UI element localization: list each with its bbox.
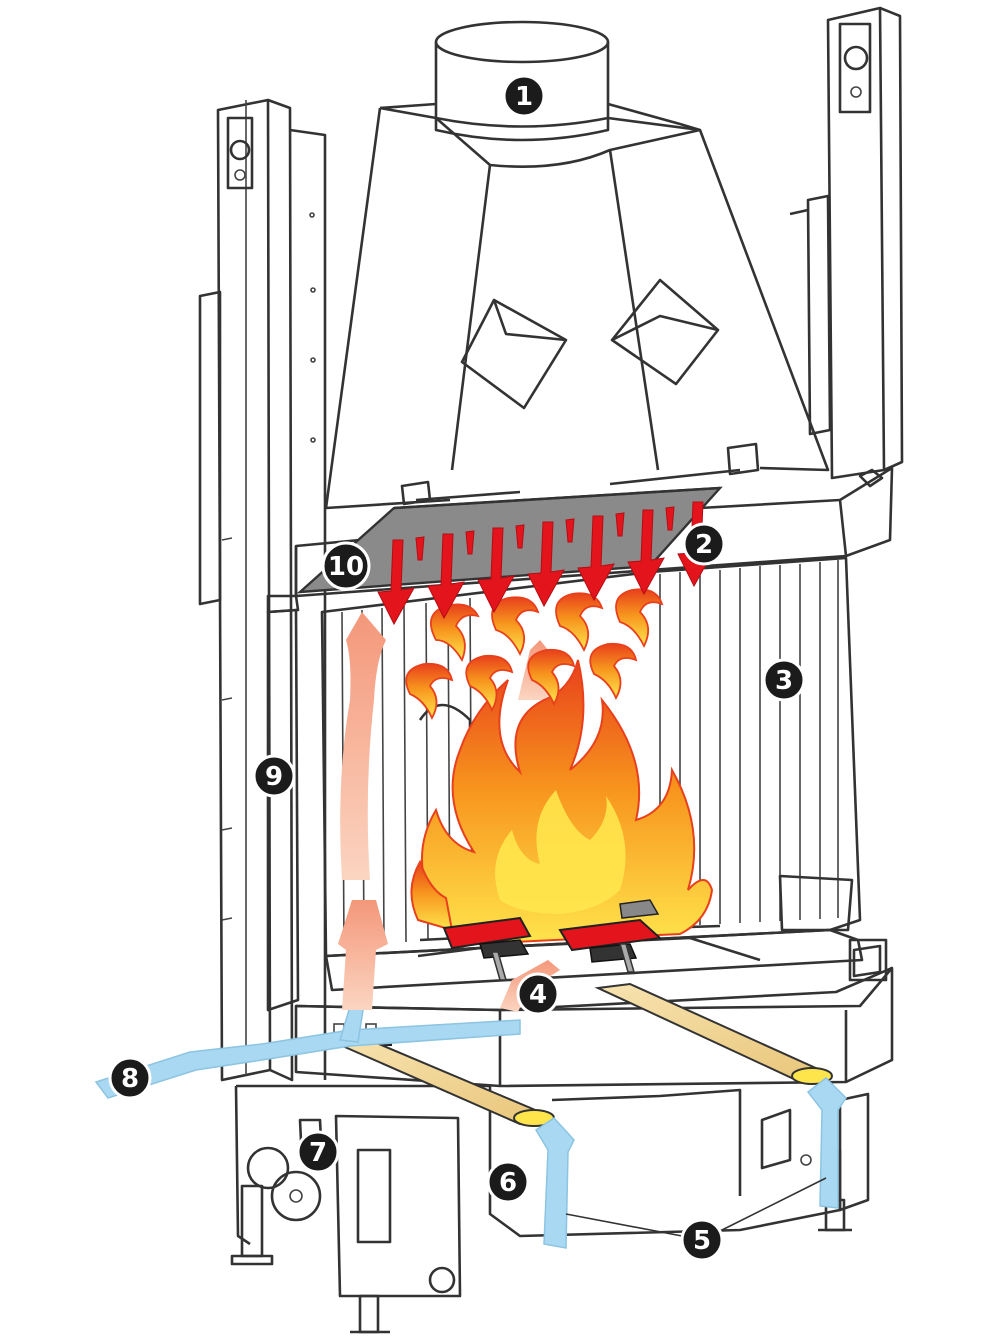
callout-number: 9 [265,762,283,792]
callout-circle [762,658,806,702]
flue-and-hood [324,20,830,510]
callout-2: 2 [682,522,726,566]
callout-circle [516,972,560,1016]
callout-6: 6 [486,1160,530,1204]
callout-9: 9 [252,754,296,798]
callout-circle [680,1218,724,1262]
callout-number: 8 [121,1064,139,1094]
callout-8: 8 [108,1056,152,1100]
base-pedestal [230,1084,870,1334]
callout-5: 5 [680,1218,724,1262]
callout-1: 1 [502,74,546,118]
left-frame-column [198,98,327,1082]
secondary-air-arrow [377,539,415,626]
callout-labels: 1 2 3 4 5 6 7 8 9 10 [108,74,827,1262]
right-frame-column [789,6,904,480]
callout-number: 7 [309,1138,327,1168]
secondary-air-arrow [665,506,675,531]
callout-number: 3 [775,666,793,696]
secondary-air-arrow [527,521,565,608]
secondary-air-arrows [377,501,715,626]
callout-number: 2 [695,530,713,560]
callout-circle [682,522,726,566]
callout-circle [108,1056,152,1100]
callout-circle [252,754,296,798]
secondary-air-arrow [465,530,475,555]
cold-air-flows [94,979,847,1249]
callout-leader-line [565,1177,827,1237]
callout-circle [502,74,546,118]
secondary-air-arrow [415,536,425,561]
logs-embers [442,899,663,981]
fire-flames [410,659,714,946]
secondary-air-arrow [477,527,515,614]
callout-number: 6 [499,1168,517,1198]
secondary-air-arrow [615,512,625,537]
callout-number: 1 [515,82,533,112]
callout-3: 3 [762,658,806,702]
callout-10: 10 [321,541,371,591]
callout-4: 4 [516,972,560,1016]
callout-number: 10 [328,552,364,582]
callout-circle [321,541,371,591]
callout-number: 5 [693,1226,711,1256]
callout-circle [296,1130,340,1174]
secondary-air-arrow [565,518,575,543]
convection-ducts [335,982,833,1127]
secondary-air-arrow [427,533,465,620]
secondary-air-arrow [515,524,525,549]
secondary-air-arrow [577,515,615,602]
callout-number: 4 [529,980,547,1010]
callout-circle [486,1160,530,1204]
secondary-air-arrow [627,509,665,596]
secondary-combustion-flames [405,588,664,721]
callout-7: 7 [296,1130,340,1174]
